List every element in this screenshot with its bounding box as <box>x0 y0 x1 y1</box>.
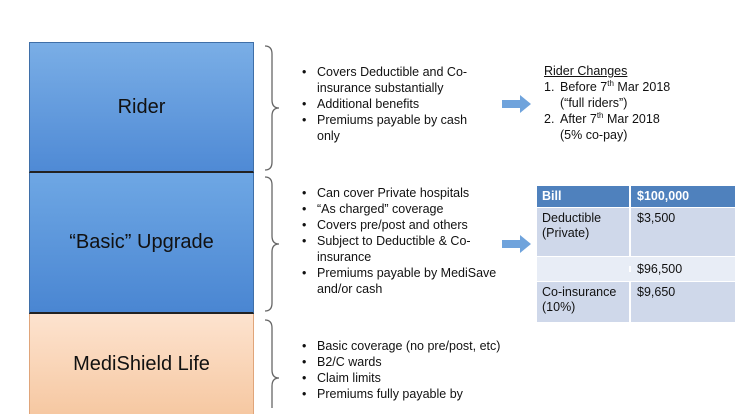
list-number: 1. <box>544 80 555 94</box>
medishield-bullets: Basic coverage (no pre/post, etc) B2/C w… <box>302 338 542 402</box>
tier-medishield-label: MediShield Life <box>73 352 210 375</box>
list-item: Claim limits <box>302 370 542 386</box>
tier-medishield-life: MediShield Life <box>29 314 254 414</box>
table-cell: Deductible (Private) <box>537 208 631 256</box>
rider-change-date: Before 7th Mar 2018 <box>560 78 671 94</box>
rider-change-1: 1. Before 7th Mar 2018 <box>544 79 670 95</box>
basic-bullets: Can cover Private hospitals “As charged”… <box>302 185 512 297</box>
table-row: Deductible (Private) $3,500 <box>537 207 735 256</box>
list-item: Basic coverage (no pre/post, etc) <box>302 338 542 354</box>
table-cell: $96,500 <box>637 261 683 276</box>
table-header-cell: $100,000 <box>637 189 690 203</box>
brace-basic <box>264 176 280 312</box>
list-item: Covers Deductible and Co-insurance subst… <box>302 64 482 96</box>
table-cell: $9,650 <box>637 285 676 299</box>
arrow-right-icon <box>502 95 531 113</box>
rider-change-2: 2. After 7th Mar 2018 <box>544 111 670 127</box>
list-item: Subject to Deductible & Co-insurance <box>302 233 512 265</box>
list-item: Premiums payable by MediSave and/or cash <box>302 265 512 297</box>
table-cell: Co-insurance (10%) <box>537 282 631 322</box>
rider-change-date: After 7th Mar 2018 <box>560 110 660 126</box>
tier-rider-label: Rider <box>117 95 166 118</box>
table-cell <box>537 266 631 272</box>
tier-rider: Rider <box>29 42 254 173</box>
list-item: Premiums payable by cash only <box>302 112 482 144</box>
list-item: Additional benefits <box>302 96 482 112</box>
brace-rider <box>264 45 280 171</box>
rider-change-note: (“full riders”) <box>560 96 628 110</box>
rider-changes-title: Rider Changes <box>544 64 628 78</box>
table-header-row: Bill $100,000 <box>537 186 735 207</box>
tier-basic-upgrade: “Basic” Upgrade <box>29 173 254 314</box>
rider-bullets: Covers Deductible and Co-insurance subst… <box>302 64 482 144</box>
tier-basic-upgrade-label: “Basic” Upgrade <box>69 231 214 253</box>
list-item: Covers pre/post and others <box>302 217 512 233</box>
table-header-cell: Bill <box>537 186 631 207</box>
arrow-right-icon <box>502 235 531 253</box>
list-item: Can cover Private hospitals <box>302 185 512 201</box>
list-item: “As charged” coverage <box>302 201 512 217</box>
brace-medishield <box>264 319 280 408</box>
table-row: $96,500 <box>537 256 735 281</box>
bill-table: Bill $100,000 Deductible (Private) $3,50… <box>537 186 735 322</box>
table-cell: $3,500 <box>637 211 676 225</box>
rider-change-note: (5% co-pay) <box>560 128 628 142</box>
rider-changes: Rider Changes 1. Before 7th Mar 2018 (“f… <box>544 63 670 143</box>
list-item: B2/C wards <box>302 354 542 370</box>
list-number: 2. <box>544 112 555 126</box>
table-row: Co-insurance (10%) $9,650 <box>537 281 735 322</box>
list-item: Premiums fully payable by <box>302 386 542 402</box>
